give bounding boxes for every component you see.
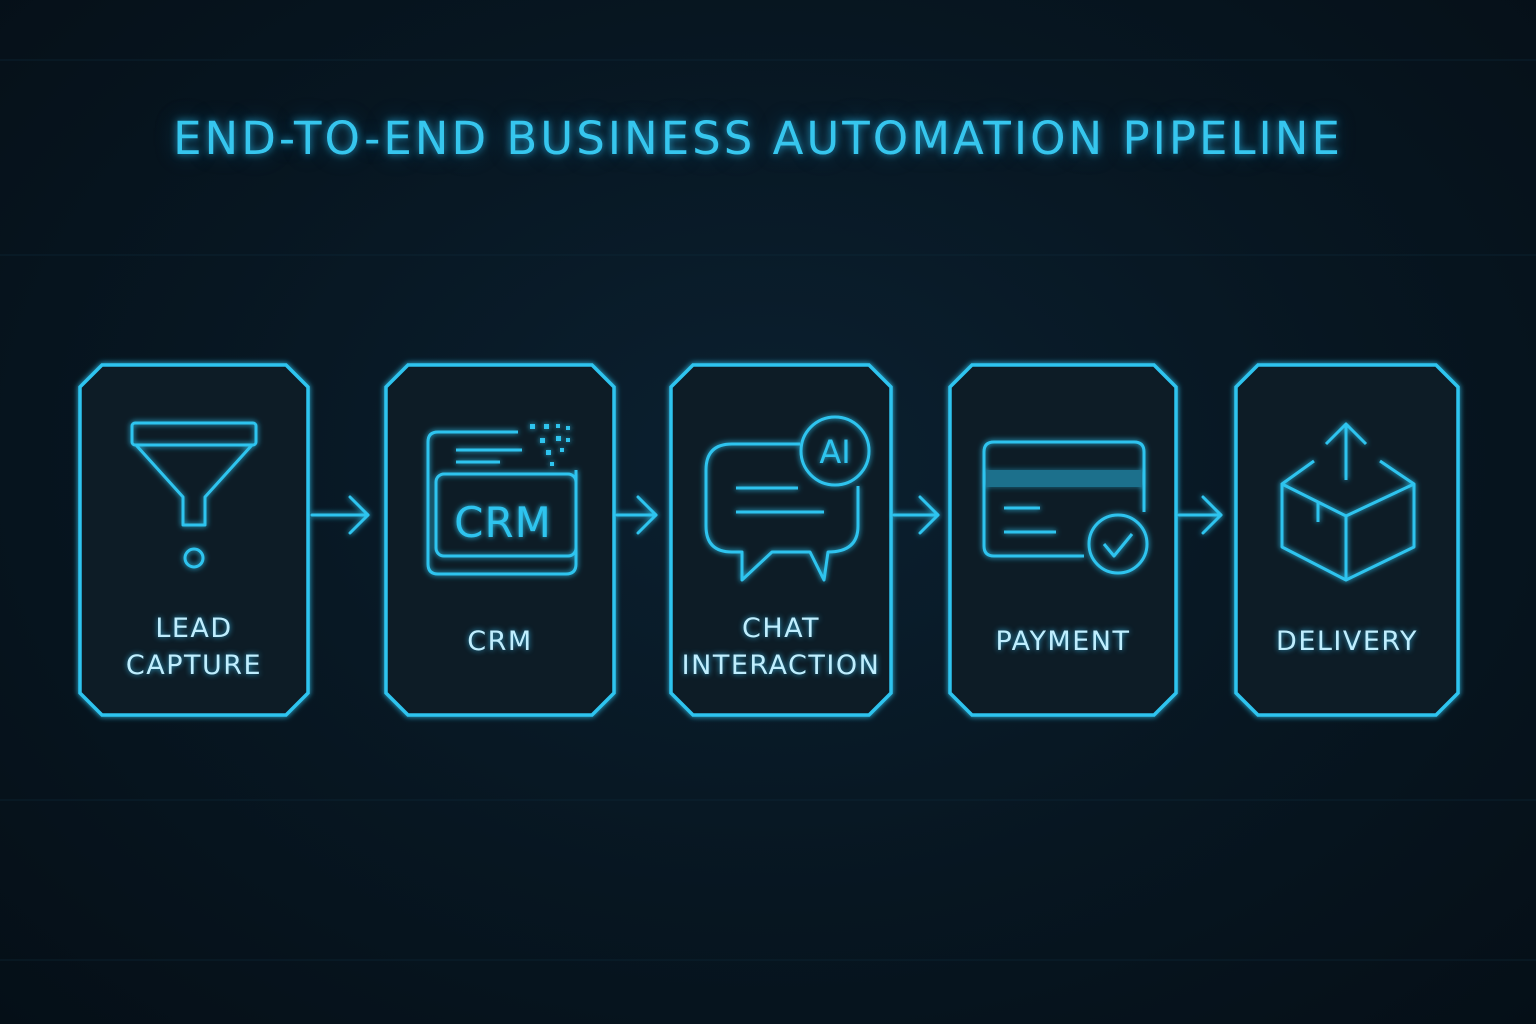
diagram-title: END-TO-END BUSINESS AUTOMATION PIPELINE — [173, 112, 1343, 165]
funnel-icon — [130, 421, 258, 569]
arrow-right-icon — [1177, 495, 1223, 535]
step-card-payment — [948, 363, 1178, 717]
ai-chat-bubble-icon — [704, 415, 871, 582]
step-label-lead-capture: LEAD CAPTURE — [125, 613, 263, 681]
step-label-payment: PAYMENT — [995, 626, 1131, 657]
step-card-lead-capture — [78, 363, 310, 717]
step-label-delivery: DELIVERY — [1276, 626, 1418, 657]
step-label-crm: CRM — [467, 626, 533, 657]
package-box-icon — [1280, 422, 1416, 582]
credit-card-check-icon — [982, 440, 1149, 575]
step-card-chat-interaction: AI — [669, 363, 893, 717]
arrow-right-icon — [310, 495, 370, 535]
ai-badge-text: AI — [819, 433, 850, 471]
arrow-right-icon — [892, 495, 940, 535]
arrow-right-icon — [615, 495, 658, 535]
crm-window-icon — [426, 424, 578, 576]
background-lines — [0, 59, 1536, 961]
crm-icon-text: CRM — [454, 498, 552, 547]
step-label-chat-interaction: CHAT INTERACTION — [681, 613, 881, 681]
step-card-crm: CRM — [384, 363, 616, 717]
step-card-delivery — [1234, 363, 1460, 717]
